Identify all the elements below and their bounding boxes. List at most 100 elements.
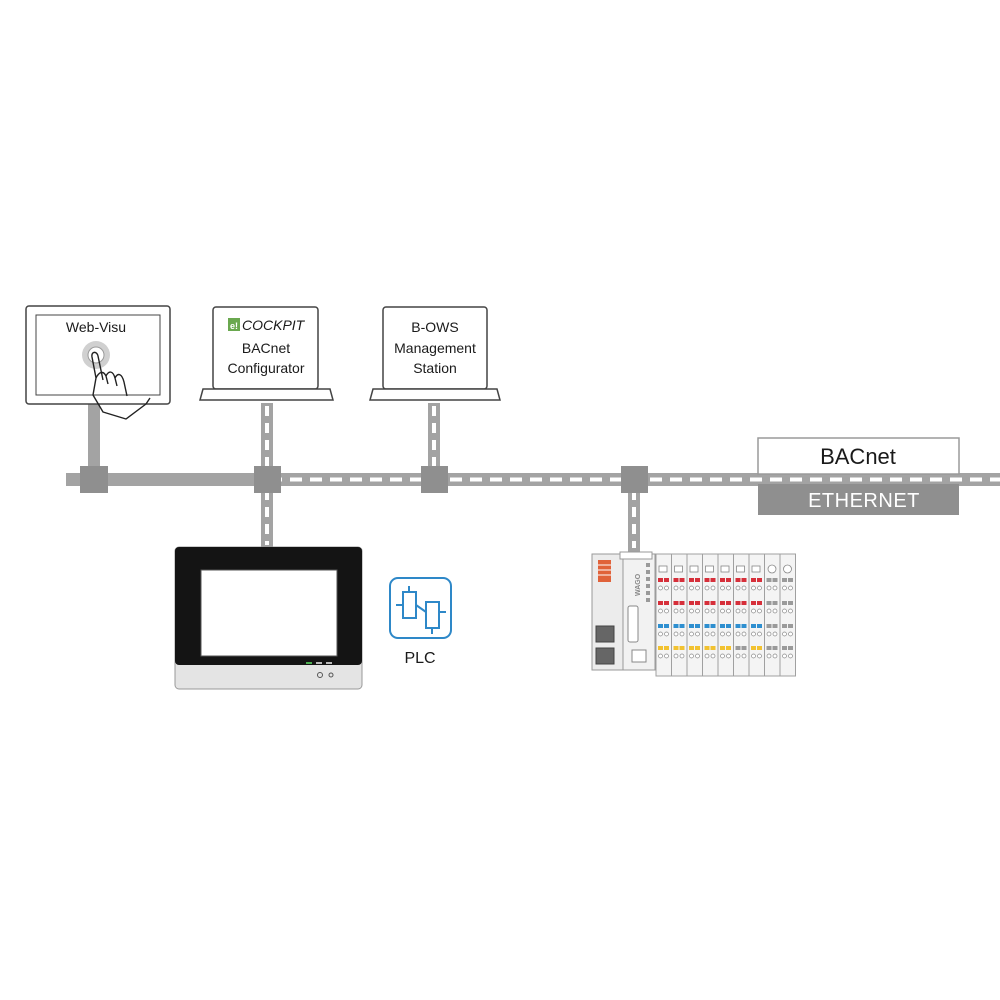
terminal-hole xyxy=(679,653,685,659)
terminal-led xyxy=(710,601,716,605)
terminal-hole xyxy=(695,653,700,659)
terminal-led xyxy=(772,646,778,650)
laptop-base xyxy=(369,388,501,401)
terminal-hole xyxy=(741,608,747,614)
terminal-hole xyxy=(782,631,787,637)
terminal-led xyxy=(741,646,747,650)
terminal-led xyxy=(726,601,731,605)
ethernet-label: ETHERNET xyxy=(808,490,920,512)
terminal-hole xyxy=(720,585,725,591)
terminal-hole xyxy=(726,653,731,659)
wago-controller: WAGO xyxy=(591,551,796,677)
terminal-hole xyxy=(673,631,679,637)
drop-web-visu xyxy=(88,403,100,475)
terminal-hole xyxy=(735,585,741,591)
terminal-hole xyxy=(751,585,756,591)
terminal-led xyxy=(735,601,741,605)
terminal-hole xyxy=(664,631,669,637)
terminal-hole xyxy=(772,631,778,637)
ethernet-port-2 xyxy=(595,647,615,665)
terminal-hole xyxy=(741,631,747,637)
terminal-led xyxy=(741,601,747,605)
terminal-led xyxy=(788,624,793,628)
terminal-led xyxy=(689,601,694,605)
junction-3 xyxy=(421,466,448,493)
terminal-hole xyxy=(679,585,685,591)
status-led xyxy=(646,591,650,595)
terminal-led xyxy=(735,624,741,628)
status-led xyxy=(646,577,650,581)
terminal-led xyxy=(689,578,694,582)
terminal-hole xyxy=(751,631,756,637)
terminal-hole xyxy=(726,631,731,637)
terminal-led xyxy=(673,601,679,605)
terminal-led xyxy=(664,578,669,582)
status-led xyxy=(646,570,650,574)
terminal-hole xyxy=(695,608,700,614)
cockpit-line2: Configurator xyxy=(227,360,304,376)
terminal-led xyxy=(735,646,741,650)
terminal-hole xyxy=(766,653,772,659)
module-knob xyxy=(783,564,792,574)
terminal-led xyxy=(788,601,793,605)
terminal-hole xyxy=(673,608,679,614)
terminal-hole xyxy=(704,631,710,637)
sd-slot xyxy=(627,605,639,643)
terminal-hole xyxy=(757,631,762,637)
terminal-hole xyxy=(757,608,762,614)
cockpit-brand: COCKPIT xyxy=(242,317,306,333)
module-label xyxy=(720,565,730,573)
terminal-led xyxy=(772,578,778,582)
terminal-hole xyxy=(735,608,741,614)
status-led xyxy=(646,598,650,602)
terminal-led xyxy=(772,624,778,628)
terminal-led xyxy=(766,578,772,582)
terminal-hole xyxy=(710,653,716,659)
terminal-hole xyxy=(726,608,731,614)
terminal-hole xyxy=(704,608,710,614)
terminal-led xyxy=(695,601,700,605)
panel-screen xyxy=(200,569,338,657)
terminal-hole xyxy=(788,631,793,637)
terminal-hole xyxy=(757,585,762,591)
brightness-icon xyxy=(317,672,323,678)
terminal-led xyxy=(720,624,725,628)
terminal-led xyxy=(782,624,787,628)
terminal-led xyxy=(726,646,731,650)
terminal-led xyxy=(726,578,731,582)
cockpit-line1: BACnet xyxy=(242,340,290,356)
module-label xyxy=(705,565,714,573)
cockpit-logo-icon xyxy=(228,318,240,331)
terminal-led xyxy=(757,646,762,650)
dip-switch xyxy=(598,560,611,582)
touch-panel xyxy=(174,546,363,690)
bows-laptop: B-OWS Management Station xyxy=(369,306,501,401)
terminal-led xyxy=(664,624,669,628)
plc-icon-group: PLC xyxy=(389,577,452,667)
terminal-led xyxy=(720,646,725,650)
terminal-led xyxy=(757,624,762,628)
status-led xyxy=(646,584,650,588)
terminal-hole xyxy=(766,631,772,637)
terminal-hole xyxy=(766,608,772,614)
terminal-hole xyxy=(772,653,778,659)
terminal-led xyxy=(741,624,747,628)
terminal-led xyxy=(704,646,710,650)
terminal-led xyxy=(704,624,710,628)
terminal-led xyxy=(658,578,663,582)
junction-4 xyxy=(621,466,648,493)
terminal-led xyxy=(757,601,762,605)
bows-line2: Management xyxy=(394,340,476,356)
terminal-led xyxy=(673,624,679,628)
terminal-hole xyxy=(658,653,663,659)
terminal-led xyxy=(726,624,731,628)
terminal-led xyxy=(788,578,793,582)
module-knob xyxy=(767,564,777,574)
web-visu-device: Web-Visu xyxy=(25,305,171,420)
terminal-hole xyxy=(679,608,685,614)
terminal-led xyxy=(658,646,663,650)
module-label xyxy=(736,565,745,573)
terminal-hole xyxy=(741,653,747,659)
terminal-led xyxy=(679,601,685,605)
